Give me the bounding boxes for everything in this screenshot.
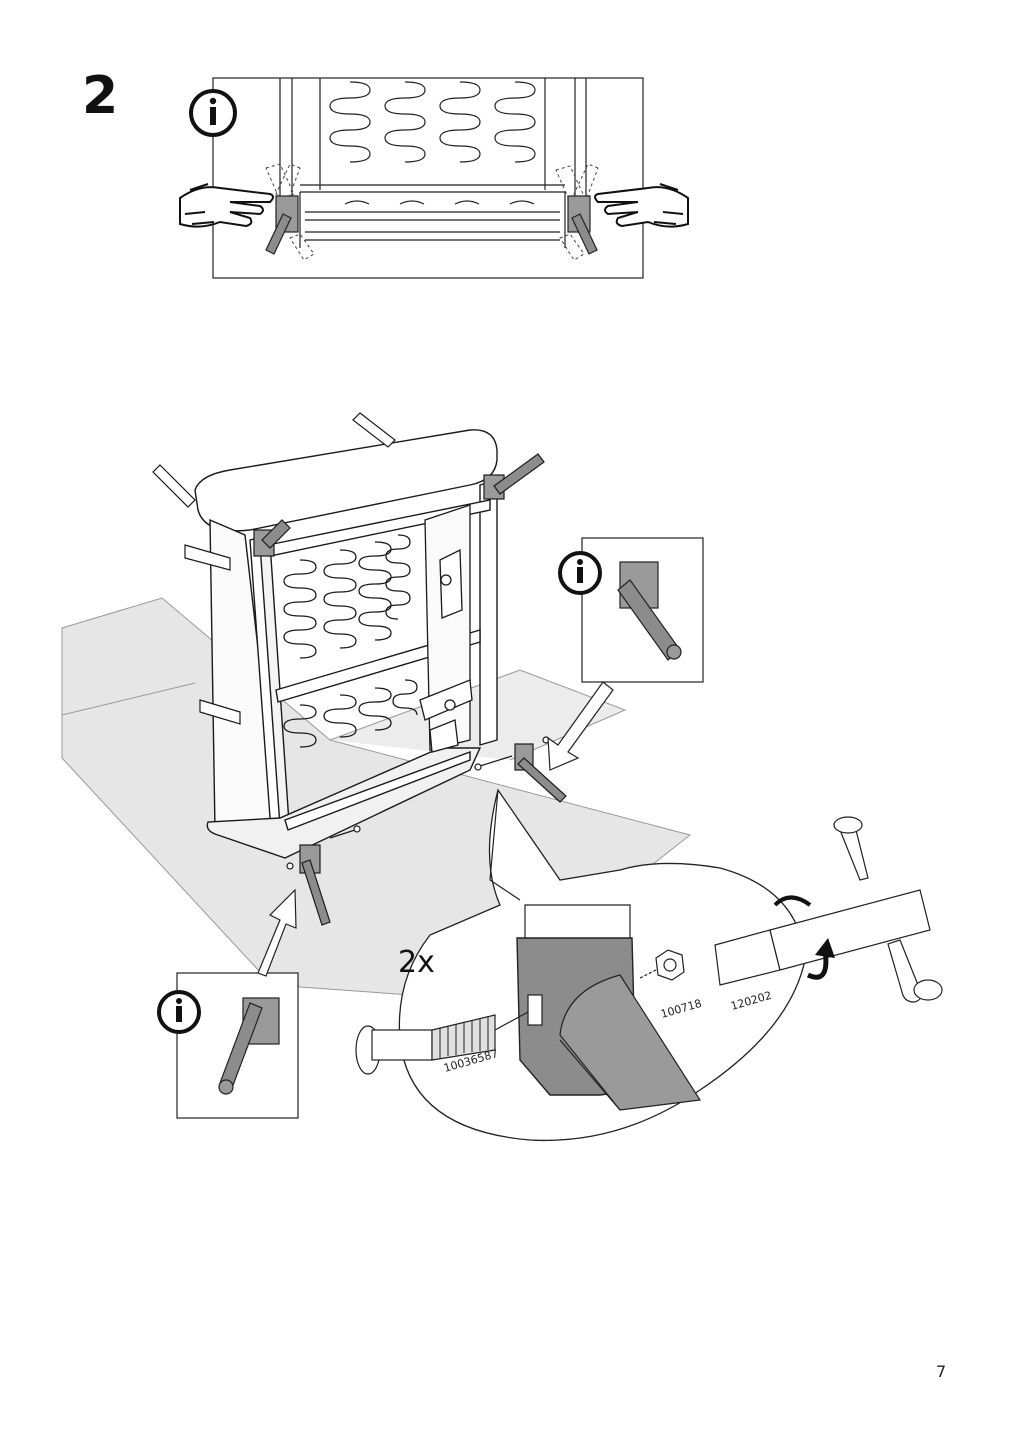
rotate-clockwise-icon [773,895,835,980]
info-box-left [157,888,299,1119]
detail-pointer [489,789,521,901]
quantity-label: 2x [398,945,435,980]
bolt-placement [286,736,550,870]
side-brackets [152,412,396,725]
leg-left-panel [265,195,299,255]
info-icon [157,990,201,1034]
leg-front-right [514,743,567,803]
sofa-frame [194,429,498,859]
leg-right-panel [567,195,598,255]
leg-top-left [253,519,291,557]
detail-bubble [355,788,943,1142]
pointer-arrow-right [547,681,614,771]
info-box-right [547,537,704,771]
top-info-panel [179,77,689,279]
pointer-arrow-left [257,888,297,977]
page-number: 7 [936,1362,947,1381]
step-number: 2 [82,66,119,126]
main-springs [283,534,418,748]
wrench-120202 [714,816,943,1003]
recliner-mechanism [419,504,473,753]
leg-top-right [483,453,545,500]
nut-100718 [639,949,685,981]
seat-springs [329,81,536,205]
pointing-hand-icon [179,183,274,228]
info-icon [558,551,602,595]
bolt-10036587 [355,1011,529,1075]
info-icon [189,89,237,137]
leg-front-left [299,844,331,926]
pointing-hand-icon [594,183,689,228]
